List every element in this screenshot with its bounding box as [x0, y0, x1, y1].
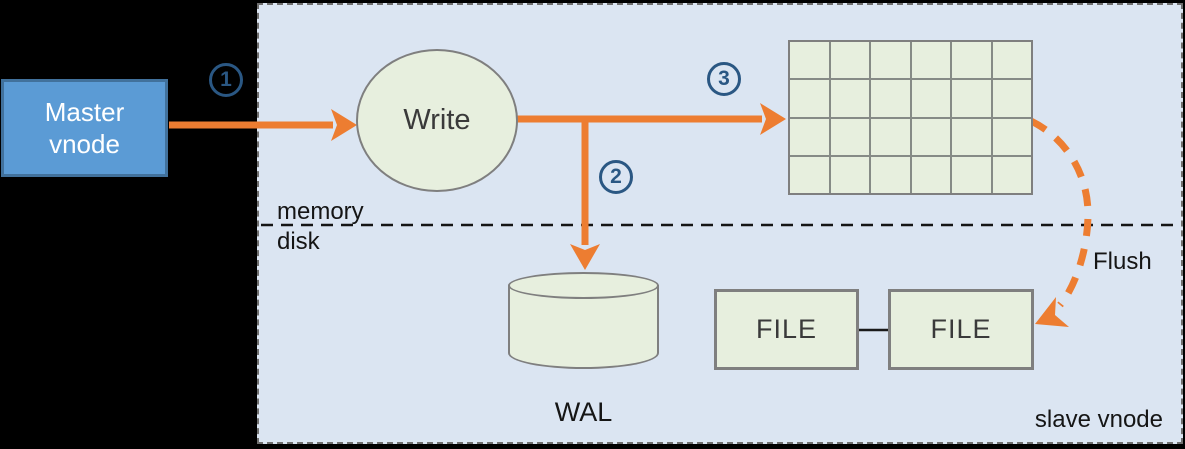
master-vnode-box: Master vnode	[1, 79, 168, 177]
memtable-cell	[952, 42, 991, 79]
file-box-2: FILE	[888, 289, 1034, 370]
memtable-cell	[911, 80, 950, 117]
disk-label: disk	[277, 228, 320, 255]
master-vnode-label-line2: vnode	[49, 129, 120, 159]
memtable-cell	[992, 156, 1031, 193]
file-box-1: FILE	[714, 289, 859, 370]
memtable-cell	[790, 80, 829, 117]
wal-label: WAL	[554, 397, 613, 427]
memtable-cell	[790, 42, 829, 79]
wal-cylinder-top	[508, 272, 659, 299]
memtable-grid	[788, 40, 1033, 195]
step-number-2: 2	[610, 165, 622, 188]
memtable-cell	[952, 118, 991, 155]
memtable-cell	[830, 118, 869, 155]
file-label-2: FILE	[930, 314, 992, 344]
slave-vnode-label: slave vnode	[1034, 406, 1163, 433]
memtable-cell	[830, 156, 869, 193]
memtable-cell	[871, 80, 910, 117]
wal-cylinder-body	[508, 285, 659, 369]
file-label-1: FILE	[755, 314, 818, 344]
flush-label: Flush	[1093, 248, 1152, 275]
master-vnode-label-line1: Master	[44, 96, 125, 127]
write-ellipse: Write	[356, 49, 518, 192]
memtable-cell	[911, 156, 950, 193]
memtable-cell	[992, 80, 1031, 117]
memtable-cell	[911, 118, 950, 155]
memory-label: memory	[277, 198, 364, 225]
memtable-cell	[871, 118, 910, 155]
step-badge-2: 2	[599, 160, 633, 194]
memtable-cell	[790, 118, 829, 155]
memtable-cell	[830, 42, 869, 79]
step-badge-1: 1	[209, 63, 243, 97]
memtable-cell	[952, 80, 991, 117]
memtable-cell	[992, 42, 1031, 79]
memtable-cell	[992, 118, 1031, 155]
memtable-cell	[830, 80, 869, 117]
step-number-3: 3	[718, 67, 730, 90]
memtable-cell	[952, 156, 991, 193]
memtable-cell	[790, 156, 829, 193]
step-number-1: 1	[220, 68, 232, 91]
write-label: Write	[403, 104, 471, 136]
memtable-cell	[871, 156, 910, 193]
step-badge-3: 3	[707, 62, 741, 96]
wal-cylinder	[508, 272, 659, 369]
memtable-cell	[911, 42, 950, 79]
memtable-cell	[871, 42, 910, 79]
